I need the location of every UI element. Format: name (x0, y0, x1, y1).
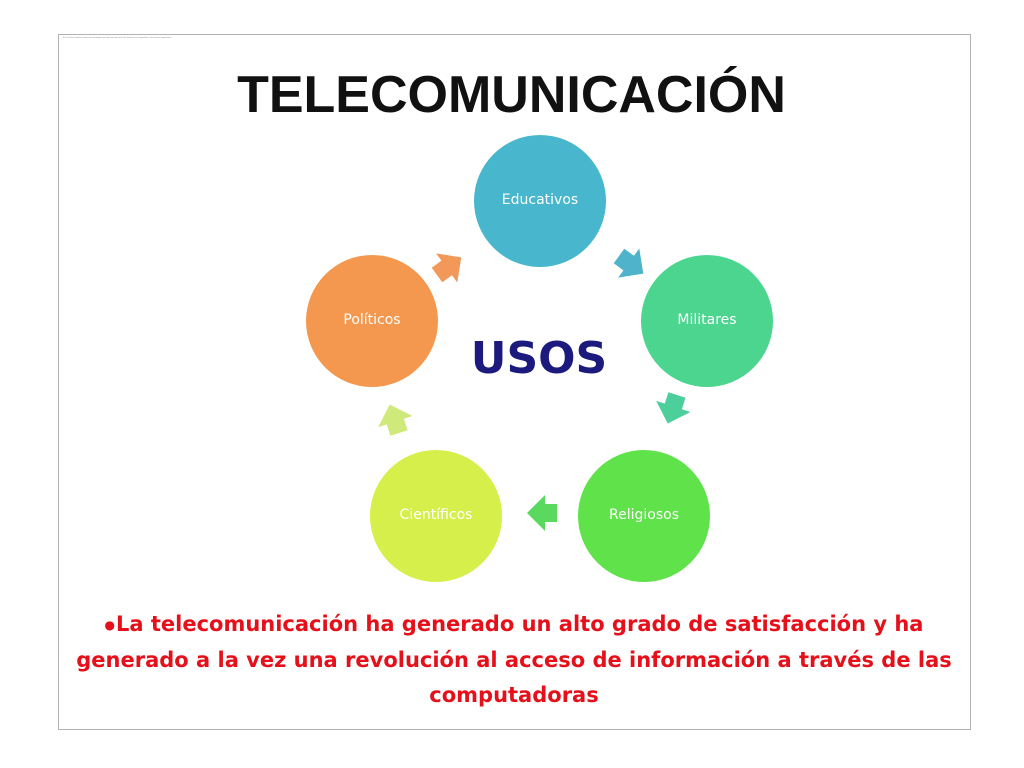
arrow-militares-to-religiosos (656, 392, 691, 424)
caption: ●La telecomunicación ha generado un alto… (64, 607, 964, 713)
arrow-educativos-to-militares (613, 248, 644, 278)
fine-print: Si el archivo contiene referencias prote… (63, 37, 172, 39)
arrow-cientificos-to-politicos (378, 404, 413, 436)
slide: Si el archivo contiene referencias prote… (58, 34, 971, 730)
node-educativos: Educativos (474, 135, 606, 267)
node-cientificos-label: Científicos (400, 507, 473, 523)
arrow-religiosos-to-cientificos (527, 495, 557, 531)
node-cientificos: Científicos (370, 450, 502, 582)
cycle-diagram: Educativos Militares Religiosos Científi… (306, 135, 773, 582)
node-religiosos: Religiosos (578, 450, 710, 582)
node-politicos: Políticos (306, 255, 438, 387)
node-religiosos-label: Religiosos (609, 507, 679, 523)
caption-text: La telecomunicación ha generado un alto … (76, 612, 952, 707)
arrow-politicos-to-educativos (431, 253, 462, 283)
node-educativos-label: Educativos (502, 192, 578, 208)
center-label: USOS (471, 333, 608, 384)
node-militares: Militares (641, 255, 773, 387)
slide-title: TELECOMUNICACIÓN (237, 66, 786, 124)
node-militares-label: Militares (677, 312, 736, 328)
node-politicos-label: Políticos (343, 312, 400, 328)
bullet-icon: ● (104, 617, 115, 632)
